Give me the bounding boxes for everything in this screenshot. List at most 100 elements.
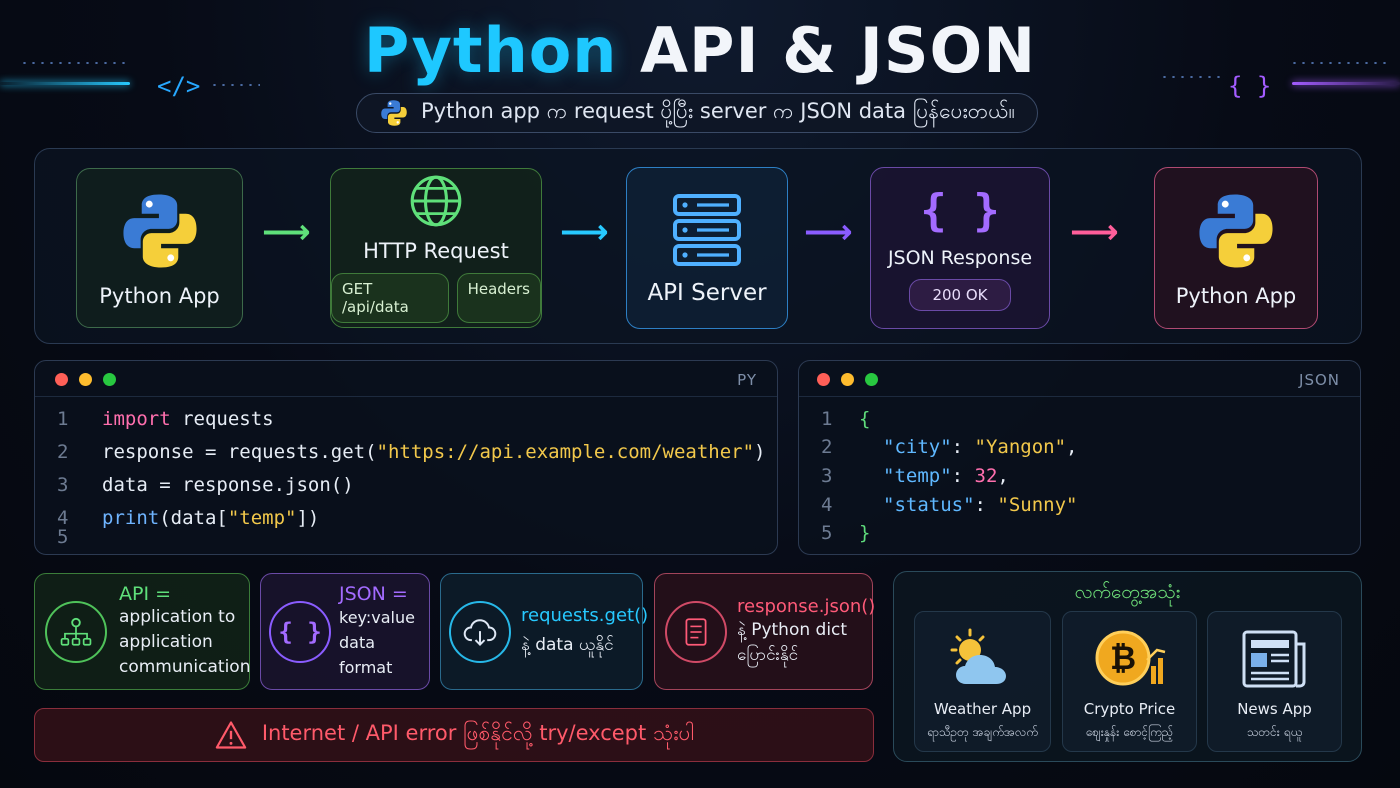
server-icon <box>673 194 741 266</box>
globe-icon <box>410 175 462 227</box>
arrow-right-icon: ⟶ <box>262 212 311 252</box>
flow-node-label: HTTP Request <box>363 239 509 263</box>
use-desc: သတင်း ရယူ <box>1246 725 1303 739</box>
deco-line-left <box>0 82 130 85</box>
flow-node-label: Python App <box>1175 284 1297 308</box>
maximize-dot-icon <box>103 373 116 386</box>
status-badge: 200 OK <box>909 279 1011 311</box>
subtitle-pill: Python app က request ပို့ပြီး server က J… <box>356 93 1038 133</box>
method-pill: GET /api/data <box>331 273 449 323</box>
maximize-dot-icon <box>865 373 878 386</box>
python-icon <box>122 194 197 268</box>
card-text: key:value <box>339 608 415 627</box>
flow-node-python-app-start: Python App <box>76 168 243 328</box>
line-number: 5 <box>57 526 69 548</box>
flow-node-http-request: HTTP Request GET /api/data Headers <box>330 168 542 328</box>
info-card-api: API = application to application communi… <box>34 573 250 690</box>
flow-node-python-app-end: Python App <box>1154 167 1318 329</box>
python-icon <box>381 100 407 126</box>
minimize-dot-icon <box>841 373 854 386</box>
card-text: data format <box>339 633 393 677</box>
card-text: application <box>119 632 213 652</box>
line-number: 5 <box>821 522 833 544</box>
code-line: data = response.json() <box>102 474 354 496</box>
page-title: Python API & JSON <box>0 14 1400 87</box>
line-number: 2 <box>821 436 833 458</box>
network-icon <box>45 600 107 663</box>
info-card-json: { } JSON = key:value data format <box>260 573 430 690</box>
python-icon <box>1199 194 1273 268</box>
card-title: requests.get() <box>521 605 649 626</box>
warning-icon <box>215 721 247 749</box>
use-card-weather: Weather App ရာသီဥတု အချက်အလက် <box>914 611 1051 752</box>
card-title: API = <box>119 583 172 605</box>
use-name: Weather App <box>933 700 1032 718</box>
title-rest: API & JSON <box>640 14 1037 87</box>
language-label: JSON <box>1299 371 1340 389</box>
deco-dots-left-2 <box>210 84 260 86</box>
line-number: 2 <box>57 441 69 463</box>
info-card-requests-get: requests.get() နဲ့ data ယူနိုင် <box>440 573 648 690</box>
bitcoin-icon: ₿ <box>1095 630 1165 686</box>
deco-dots-left <box>20 62 130 64</box>
json-line: "temp": 32, <box>883 465 1009 487</box>
window-titlebar: PY <box>35 361 777 397</box>
flow-node-label: JSON Response <box>887 247 1033 269</box>
svg-text:₿: ₿ <box>1109 639 1135 677</box>
line-number: 1 <box>57 408 69 430</box>
close-dot-icon <box>55 373 68 386</box>
card-title: JSON = <box>339 583 408 605</box>
title-highlight: Python <box>363 14 618 87</box>
line-number: 1 <box>821 408 833 430</box>
card-text: နဲ့ Python dict <box>737 619 848 640</box>
line-number: 4 <box>57 507 69 529</box>
deco-dots-right <box>1160 76 1220 78</box>
braces-icon: { } <box>269 600 331 663</box>
deco-dots-right-2 <box>1290 62 1390 64</box>
uses-title: လက်တွေ့အသုံး <box>1074 581 1181 603</box>
card-text: communication <box>119 657 251 677</box>
json-open-brace: { <box>859 408 871 430</box>
deco-line-right <box>1292 82 1400 85</box>
document-icon <box>665 600 727 663</box>
flow-node-label: Python App <box>99 284 220 308</box>
code-line: print(data["temp"]) <box>102 507 320 529</box>
info-card-response-json: response.json() နဲ့ Python dict ပြောင်းန… <box>654 573 876 690</box>
arrow-right-icon: ⟶ <box>560 212 609 252</box>
braces-deco-icon: { } <box>1228 72 1272 100</box>
flow-node-label: API Server <box>647 280 767 306</box>
use-card-crypto: ₿ Crypto Price စျေးနှုန်း စောင့်ကြည့် <box>1062 611 1197 752</box>
json-code-window: JSON 1 2 3 4 5 { "city": "Yangon", "temp… <box>798 360 1361 555</box>
use-name: Crypto Price <box>1083 700 1176 718</box>
python-code-window: PY 1 2 3 4 5 import requests response = … <box>34 360 778 555</box>
error-tip-banner: Internet / API error ဖြစ်နိုင်လို့ try/e… <box>34 708 874 762</box>
card-text: ပြောင်းနိုင် <box>737 644 799 665</box>
code-tag-icon: </> <box>157 72 201 100</box>
arrow-right-icon: ⟶ <box>1070 212 1119 252</box>
arrow-right-icon: ⟶ <box>804 212 853 252</box>
use-card-news: News App သတင်း ရယူ <box>1207 611 1342 752</box>
card-title: response.json() <box>737 595 876 617</box>
use-desc: စျေးနှုန်း စောင့်ကြည့် <box>1085 725 1174 739</box>
line-number: 3 <box>821 465 833 487</box>
card-text: application to <box>119 607 236 627</box>
flow-node-json-response: { } JSON Response 200 OK <box>870 167 1050 329</box>
braces-icon: { } <box>920 185 1000 236</box>
line-number: 4 <box>821 494 833 516</box>
use-name: News App <box>1237 700 1312 718</box>
code-line: response = requests.get("https://api.exa… <box>102 441 766 463</box>
minimize-dot-icon <box>79 373 92 386</box>
window-titlebar: JSON <box>799 361 1360 397</box>
flow-node-api-server: API Server <box>626 167 788 329</box>
card-text: နဲ့ data ယူနိုင် <box>521 635 614 655</box>
close-dot-icon <box>817 373 830 386</box>
headers-pill: Headers <box>456 273 541 323</box>
json-line: "city": "Yangon", <box>883 436 1078 458</box>
use-desc: ရာသီဥတု အချက်အလက် <box>927 725 1038 739</box>
line-number: 3 <box>57 474 69 496</box>
cloud-download-icon <box>449 600 511 663</box>
error-tip-text: Internet / API error ဖြစ်နိုင်လို့ try/e… <box>261 720 695 745</box>
json-close-brace: } <box>859 522 871 544</box>
newspaper-icon <box>1242 630 1305 688</box>
subtitle-text: Python app က request ပို့ပြီး server က J… <box>421 98 1015 123</box>
